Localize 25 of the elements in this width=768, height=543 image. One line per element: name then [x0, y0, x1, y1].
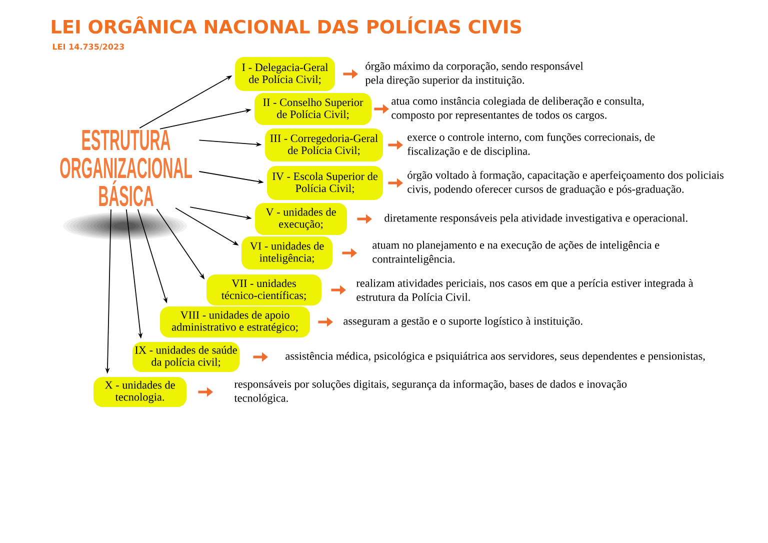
description-text: realizam atividades periciais, nos casos em que a perícia estiver integrada à estrutura da Polícia Civil.	[356, 279, 694, 301]
title: LEI ORGÂNICA NACIONAL DAS POLÍCIAS CIVIS	[52, 16, 522, 34]
rounded-box: IX - unidades de saúde da polícia civil;	[132, 342, 240, 372]
description-text: assistência médica, psicológica e psiquiátrica aos servidores, seus dependentes e pensionistas,	[286, 352, 705, 362]
description-text: asseguram a gestão e o suporte logístico à instituição.	[344, 316, 582, 328]
rounded-box: IV - Escola Superior de Polícia Civil;	[267, 166, 383, 200]
rounded-box: X - unidades de tecnologia.	[94, 377, 186, 407]
rounded-box: VII - unidades técnico-científicas;	[206, 274, 322, 306]
description-text: diretamente responsáveis pela atividade investigativa e operacional.	[384, 214, 688, 224]
description-text: atuam no planejamento e na execução de ações de inteligência e contrainteligência.	[372, 240, 660, 266]
description-text: atua como instância colegiada de deliberação e consulta, composto por representantes de todos os cargos.	[392, 96, 644, 122]
subtitle: LEI 14.735/2023	[52, 44, 124, 50]
rounded-box: VIII - unidades de apoio administrativo e estratégico;	[160, 306, 310, 338]
description-text: exerce o controle interno, com funções correcionais, de fiscalização e de disciplina.	[408, 132, 655, 158]
rounded-box: VI - unidades de inteligência;	[242, 236, 332, 270]
rounded-box: I - Delegacia-Geral de Polícia Civil;	[235, 57, 335, 91]
topic-heading: ESTRUTURA ORGANIZACIONAL BÁSICA	[60, 130, 192, 206]
description-text: órgão voltado à formação, capacitação e aperfeiçoamento dos policiais civis, podendo oferecer cursos de graduação e pós-graduação.	[408, 170, 724, 196]
node-label: VII - unidades técnico-científicas;	[222, 279, 306, 301]
description-text: responsáveis por soluções digitais, segurança da informação, bases de dados e inovação tecnológica.	[234, 380, 627, 404]
rounded-box: III - Corregedoria-Geral de Polícia Civil;	[265, 128, 383, 162]
rounded-box: V - unidades de execução;	[255, 203, 347, 235]
node-label: VIII - unidades de apoio administrativo e estratégico;	[172, 310, 298, 334]
rounded-box: II - Conselho Superior de Polícia Civil;	[254, 93, 372, 125]
description-text: órgão máximo da corporação, sendo responsável pela direção superior da instituição.	[365, 62, 584, 86]
